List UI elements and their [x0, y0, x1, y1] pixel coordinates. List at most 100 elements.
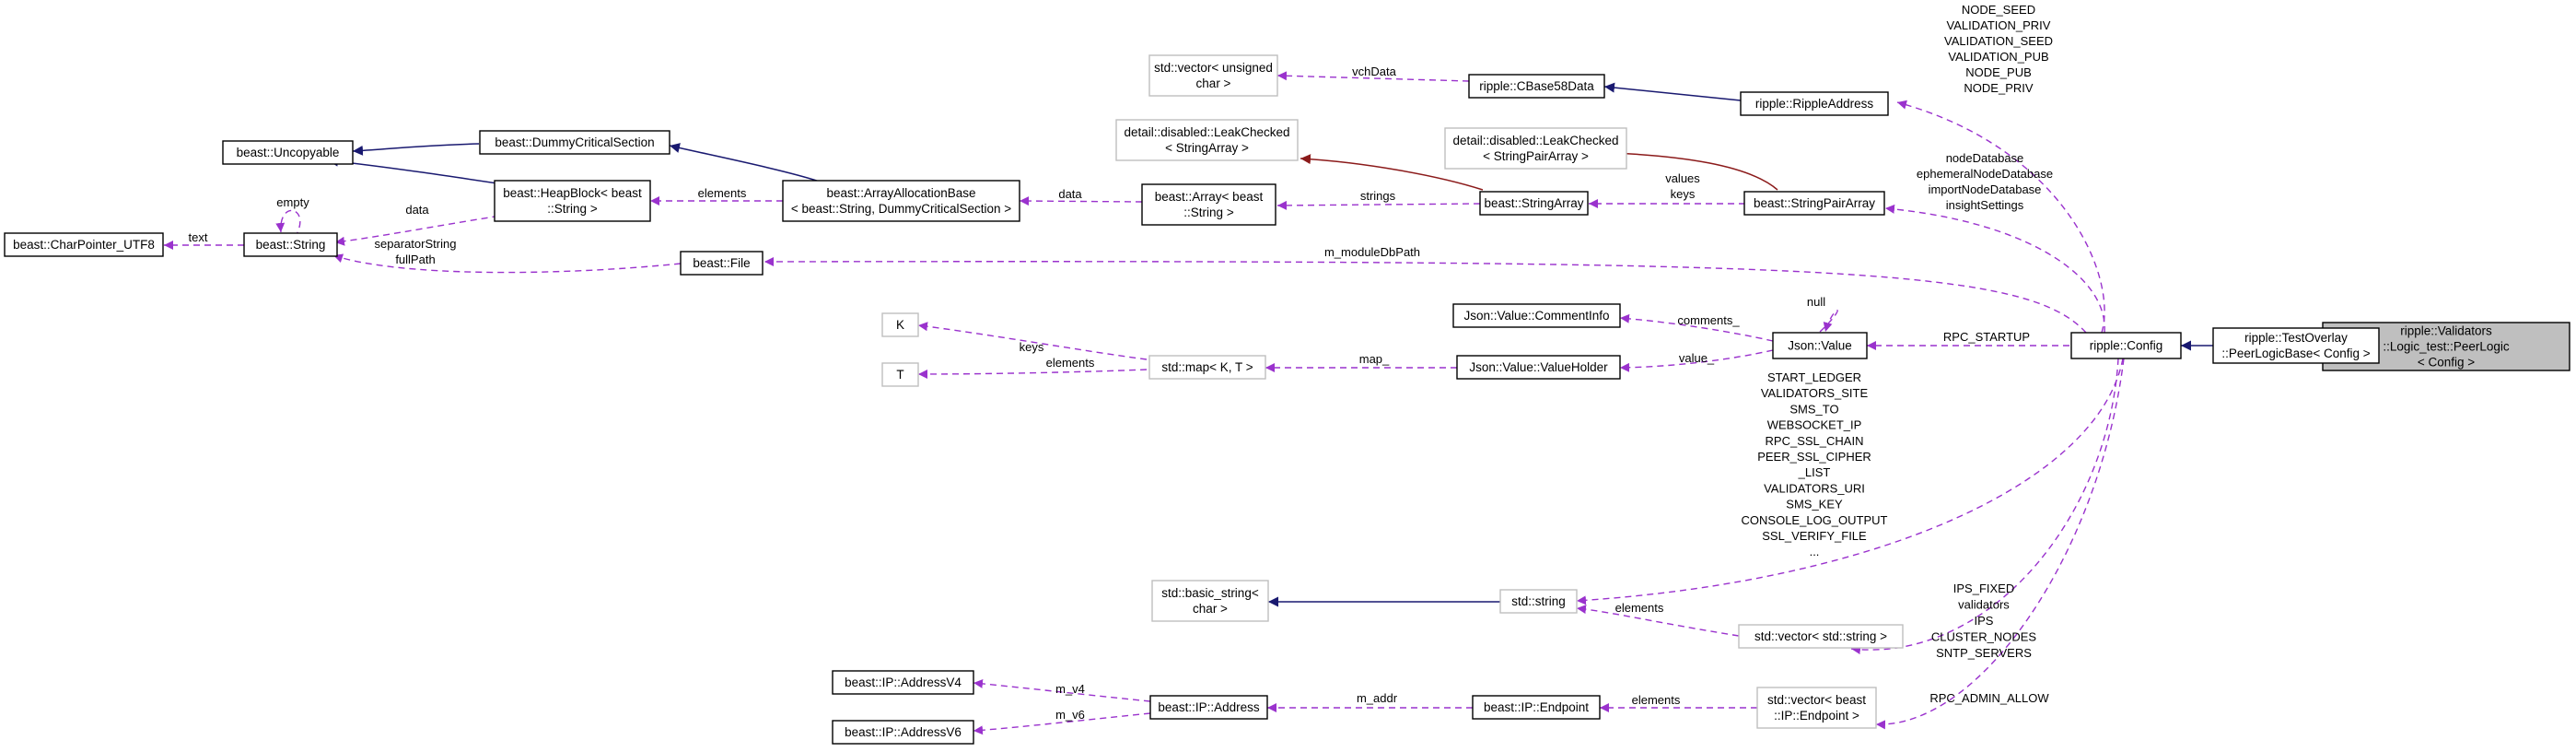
node-testoverlay[interactable]: ripple::TestOverlay::PeerLogicBase< Conf…: [2212, 327, 2380, 364]
node-basicstring[interactable]: std::basic_string<char >: [1151, 580, 1269, 622]
nodes: ripple::Validators::Logic_test::PeerLogi…: [4, 54, 2570, 745]
edge-t-stdmap: [917, 369, 1148, 379]
label-line: keys: [1671, 187, 1696, 201]
node-config[interactable]: ripple::Config: [2070, 332, 2182, 359]
node-commentinfo[interactable]: Json::Value::CommentInfo: [1452, 303, 1621, 328]
node-label: beast::HeapBlock< beast: [503, 186, 642, 200]
label-line: nodeDatabase: [1946, 151, 2024, 165]
node-box: [832, 720, 974, 745]
node-label: beast::IP::Endpoint: [1484, 700, 1589, 714]
edge-file-string: [332, 253, 682, 274]
label-line: _LIST: [1798, 465, 1831, 479]
label-elements-endpoint: elements: [1632, 693, 1681, 707]
edge-rippleaddress-cbase58: [1603, 82, 1742, 101]
label-line: fullPath: [395, 253, 435, 266]
node-lcstringpair[interactable]: detail::disabled::LeakChecked< StringPai…: [1444, 127, 1627, 170]
node-box: [494, 180, 651, 222]
node-stdmap[interactable]: std::map< K, T >: [1148, 355, 1266, 380]
edge-ipv4-ipaddress: [973, 678, 1151, 702]
node-file[interactable]: beast::File: [680, 251, 763, 276]
label-m-addr: m_addr: [1357, 691, 1398, 705]
node-label: ::PeerLogicBase< Config >: [2221, 347, 2370, 360]
node-box: [1756, 687, 1877, 729]
node-label: Json::Value::CommentInfo: [1463, 309, 1609, 323]
edge-dummycs-uncopyable: [352, 143, 480, 156]
node-stringpairarray[interactable]: beast::StringPairArray: [1743, 191, 1885, 216]
node-box: [1772, 332, 1868, 359]
node-label: std::map< K, T >: [1161, 360, 1253, 374]
node-stringarray[interactable]: beast::StringArray: [1479, 191, 1589, 216]
node-vecendpoint[interactable]: std::vector< beast::IP::Endpoint >: [1756, 687, 1877, 729]
label-line: importNodeDatabase: [1929, 182, 2042, 196]
node-label: char >: [1193, 602, 1228, 616]
node-box: [2070, 332, 2182, 359]
edge-arrayalloc-arraystring: [1019, 196, 1143, 206]
node-arraystring[interactable]: beast::Array< beast::String >: [1141, 183, 1276, 226]
node-label: beast::IP::AddressV4: [845, 676, 962, 689]
node-ipv4[interactable]: beast::IP::AddressV4: [832, 670, 974, 695]
edge-file-config: [763, 256, 2087, 334]
node-box: [1151, 580, 1269, 622]
node-box: [2212, 327, 2380, 364]
node-ipaddress[interactable]: beast::IP::Address: [1149, 695, 1268, 720]
label-m-moduledbpath: m_moduleDbPath: [1324, 245, 1420, 259]
node-box: [1472, 695, 1601, 720]
label-line: RPC_SSL_CHAIN: [1766, 434, 1864, 448]
label-value: value_: [1679, 351, 1715, 365]
node-charptr[interactable]: beast::CharPointer_UTF8: [4, 232, 164, 257]
label-rpc-startup: RPC_STARTUP: [1943, 330, 2030, 344]
node-lcstringarray[interactable]: detail::disabled::LeakChecked< StringArr…: [1115, 119, 1299, 161]
node-dummycs[interactable]: beast::DummyCriticalSection: [479, 130, 670, 155]
node-label: ::IP::Endpoint >: [1774, 709, 1859, 723]
node-k[interactable]: K: [881, 312, 919, 337]
node-string[interactable]: beast::String: [243, 232, 338, 257]
node-label: std::basic_string<: [1161, 586, 1259, 600]
node-valueholder[interactable]: Json::Value::ValueHolder: [1456, 355, 1621, 380]
label-elements-t: elements: [1046, 356, 1095, 370]
label-m-v4: m_v4: [1055, 682, 1085, 696]
node-stdstring[interactable]: std::string: [1499, 589, 1578, 614]
node-label: beast::Array< beast: [1155, 190, 1264, 204]
node-jsonvalue[interactable]: Json::Value: [1772, 332, 1868, 359]
node-vecstring[interactable]: std::vector< std::string >: [1738, 624, 1904, 649]
label-line: IPS: [1975, 614, 1994, 628]
node-label: char >: [1196, 76, 1231, 90]
label-data-arrayalloc: data: [1058, 187, 1082, 201]
label-data-heapblock: data: [405, 203, 429, 217]
label-line: NODE_PUB: [1965, 65, 2032, 79]
node-endpoint[interactable]: beast::IP::Endpoint: [1472, 695, 1601, 720]
node-box: [881, 362, 919, 387]
node-ipv6[interactable]: beast::IP::AddressV6: [832, 720, 974, 745]
label-keys: keys: [1020, 340, 1044, 354]
label-line: SMS_KEY: [1786, 498, 1843, 511]
edge-vecendpoint-config: [1875, 358, 2125, 730]
node-label: beast::StringArray: [1484, 196, 1583, 210]
node-label: ripple::Validators: [2400, 324, 2492, 338]
node-t[interactable]: T: [881, 362, 919, 387]
label-line: VALIDATION_SEED: [1944, 34, 2053, 48]
node-box: [1738, 624, 1904, 649]
node-label: detail::disabled::LeakChecked: [1124, 125, 1289, 139]
node-arrayalloc[interactable]: beast::ArrayAllocationBase< beast::Strin…: [782, 180, 1020, 222]
edge-cbase58-vecuchar: [1276, 71, 1470, 82]
node-heapblock[interactable]: beast::HeapBlock< beast::String >: [494, 180, 651, 222]
label-text: text: [189, 230, 208, 244]
node-rippleaddress[interactable]: ripple::RippleAddress: [1740, 91, 1889, 116]
node-label: std::vector< unsigned: [1154, 61, 1273, 75]
label-line: ...: [1810, 545, 1820, 558]
edge-vecstring-config: [1850, 358, 2119, 655]
node-cbase58[interactable]: ripple::CBase58Data: [1468, 74, 1605, 99]
node-box: [1479, 191, 1589, 216]
edge-commentinfo-jsonvalue: [1619, 313, 1774, 342]
node-label: beast::String: [256, 238, 326, 252]
label-line: SNTP_SERVERS: [1936, 646, 2032, 660]
node-box: [1456, 355, 1621, 380]
node-uncopyable[interactable]: beast::Uncopyable: [222, 140, 354, 165]
edge-jsonvalue-self: [1819, 310, 1838, 333]
node-box: [1452, 303, 1621, 328]
node-label: < StringPairArray >: [1483, 149, 1589, 163]
